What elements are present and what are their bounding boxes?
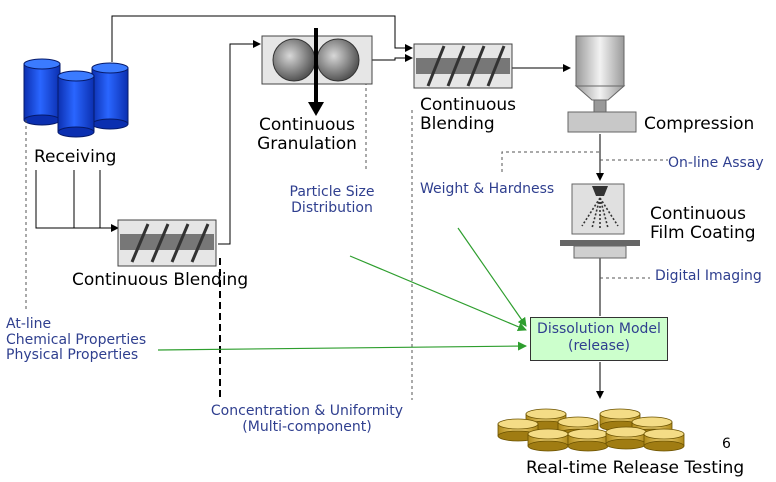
atline-label-line-3: Physical Properties — [6, 347, 139, 364]
granulator-icon — [261, 28, 373, 116]
granulation-label-line-2: Granulation — [257, 134, 357, 155]
coating-label-line-2: Film Coating — [650, 223, 756, 244]
receiving-label: Receiving — [34, 147, 117, 167]
dissolution-model-title: Dissolution Model — [537, 321, 661, 337]
digital-imaging-label: Digital Imaging — [655, 268, 762, 284]
blender-1-icon — [117, 219, 217, 267]
granulation-label-line-1: Continuous — [258, 115, 355, 135]
online-assay-label: On-line Assay — [668, 155, 764, 171]
tablets-icon — [497, 408, 685, 452]
page-number: 6 — [722, 436, 731, 452]
granulation-label: Continuous Granulation — [252, 115, 362, 155]
blender-2-icon — [413, 43, 513, 89]
receiving-drums-icon — [23, 58, 129, 138]
weight-hardness-label: Weight & Hardness — [420, 181, 555, 197]
atline-label-line-1: At-line — [6, 316, 52, 332]
atline-label: At-line Chemical Properties Physical Pro… — [6, 316, 147, 364]
release-testing-label: Real-time Release Testing — [526, 458, 745, 478]
concentration-label-line-1: Concentration & Uniformity — [210, 403, 404, 419]
dissolution-model-subtitle: (release) — [568, 337, 630, 354]
concentration-label-line-2: (Multi-component) — [242, 418, 372, 435]
blending-2-label-line-2: Blending — [420, 114, 495, 135]
model-input-arrows — [157, 227, 527, 351]
particle-size-label-line-1: Particle Size — [289, 184, 375, 200]
coating-label: Continuous Film Coating — [650, 204, 756, 244]
coating-label-line-1: Continuous — [650, 204, 747, 224]
blending-2-label-line-1: Continuous — [420, 95, 517, 115]
material-flow-lines — [35, 15, 604, 399]
particle-size-label: Particle Size Distribution — [280, 184, 384, 216]
compression-label: Compression — [644, 114, 755, 134]
atline-label-line-2: Chemical Properties — [6, 331, 147, 348]
particle-size-label-line-2: Distribution — [291, 199, 373, 216]
tablet-press-icon — [567, 35, 637, 133]
blending-2-label: Continuous Blending — [420, 95, 517, 135]
dissolution-model-box: Dissolution Model (release) — [530, 317, 668, 361]
measurement-dashed-lines — [25, 82, 668, 400]
blending-1-label: Continuous Blending — [72, 270, 249, 290]
concentration-label: Concentration & Uniformity (Multi-compon… — [198, 403, 416, 435]
film-coater-icon — [560, 183, 640, 259]
